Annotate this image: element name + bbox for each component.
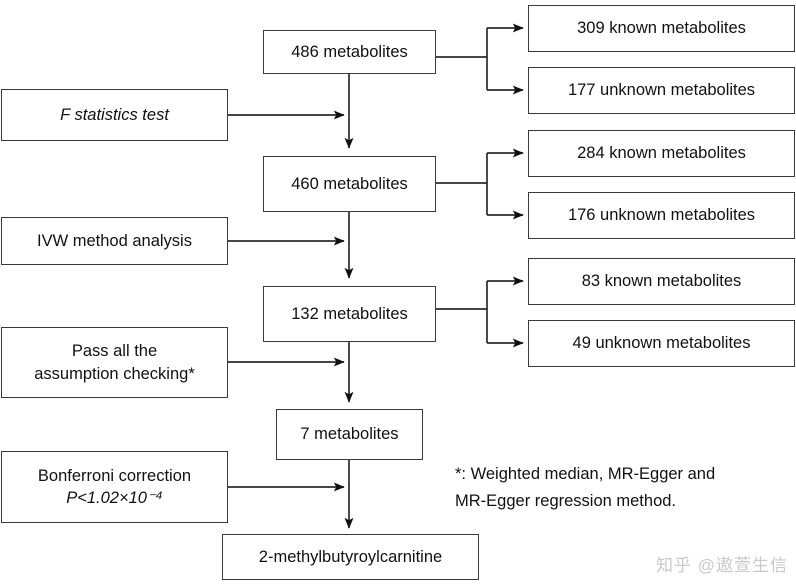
filter-box-f-statistics-test[interactable]: F statistics test	[1, 89, 228, 141]
zhihu-watermark-text: 知乎 @遨萱生信	[656, 556, 788, 575]
filter-box-assumption-checking-line1: Pass all the	[71, 342, 158, 361]
filter-box-assumption-checking[interactable]: Pass all the assumption checking*	[1, 327, 228, 398]
footnote-line1: *: Weighted median, MR-Egger and	[455, 465, 716, 483]
main-box-final-metabolite[interactable]: 2-methylbutyroylcarnitine	[222, 534, 479, 580]
output-box-309-known[interactable]: 309 known metabolites	[528, 5, 795, 52]
output-box-83-known[interactable]: 83 known metabolites	[528, 258, 795, 305]
filter-box-bonferroni-correction[interactable]: Bonferroni correction P<1.02×10⁻⁴	[1, 451, 228, 523]
filter-box-assumption-checking-line2: assumption checking*	[34, 364, 195, 383]
main-box-460-label: 460 metabolites	[291, 174, 408, 193]
filter-box-bonferroni-correction-line1: Bonferroni correction	[37, 466, 192, 485]
main-box-486-label: 486 metabolites	[291, 42, 408, 61]
main-box-486[interactable]: 486 metabolites	[263, 30, 436, 74]
filter-box-ivw-method-analysis-label: IVW method analysis	[37, 231, 192, 250]
filter-box-f-statistics-test-label: F statistics test	[60, 105, 169, 124]
main-box-7[interactable]: 7 metabolites	[276, 409, 423, 460]
output-box-284-known-label: 284 known metabolites	[577, 144, 746, 163]
output-box-177-unknown-label: 177 unknown metabolites	[567, 81, 756, 100]
output-box-177-unknown[interactable]: 177 unknown metabolites	[528, 67, 795, 114]
filter-box-bonferroni-correction-threshold: P<1.02×10⁻⁴	[66, 489, 163, 507]
main-box-132-label: 132 metabolites	[291, 304, 408, 323]
output-box-83-known-label: 83 known metabolites	[581, 272, 742, 291]
output-box-176-unknown-label: 176 unknown metabolites	[567, 206, 756, 225]
output-box-309-known-label: 309 known metabolites	[577, 19, 746, 38]
filter-box-ivw-method-analysis[interactable]: IVW method analysis	[1, 217, 228, 265]
main-box-final-metabolite-label: 2-methylbutyroylcarnitine	[258, 547, 443, 566]
output-box-284-known[interactable]: 284 known metabolites	[528, 130, 795, 177]
output-box-49-unknown-label: 49 unknown metabolites	[572, 334, 751, 353]
output-box-49-unknown[interactable]: 49 unknown metabolites	[528, 320, 795, 367]
output-box-176-unknown[interactable]: 176 unknown metabolites	[528, 192, 795, 239]
main-box-460[interactable]: 460 metabolites	[263, 156, 436, 212]
main-box-132[interactable]: 132 metabolites	[263, 286, 436, 342]
zhihu-watermark: 知乎 @遨萱生信	[656, 551, 788, 576]
main-box-7-label: 7 metabolites	[300, 425, 399, 444]
footnote-line2: MR-Egger regression method.	[455, 492, 677, 510]
